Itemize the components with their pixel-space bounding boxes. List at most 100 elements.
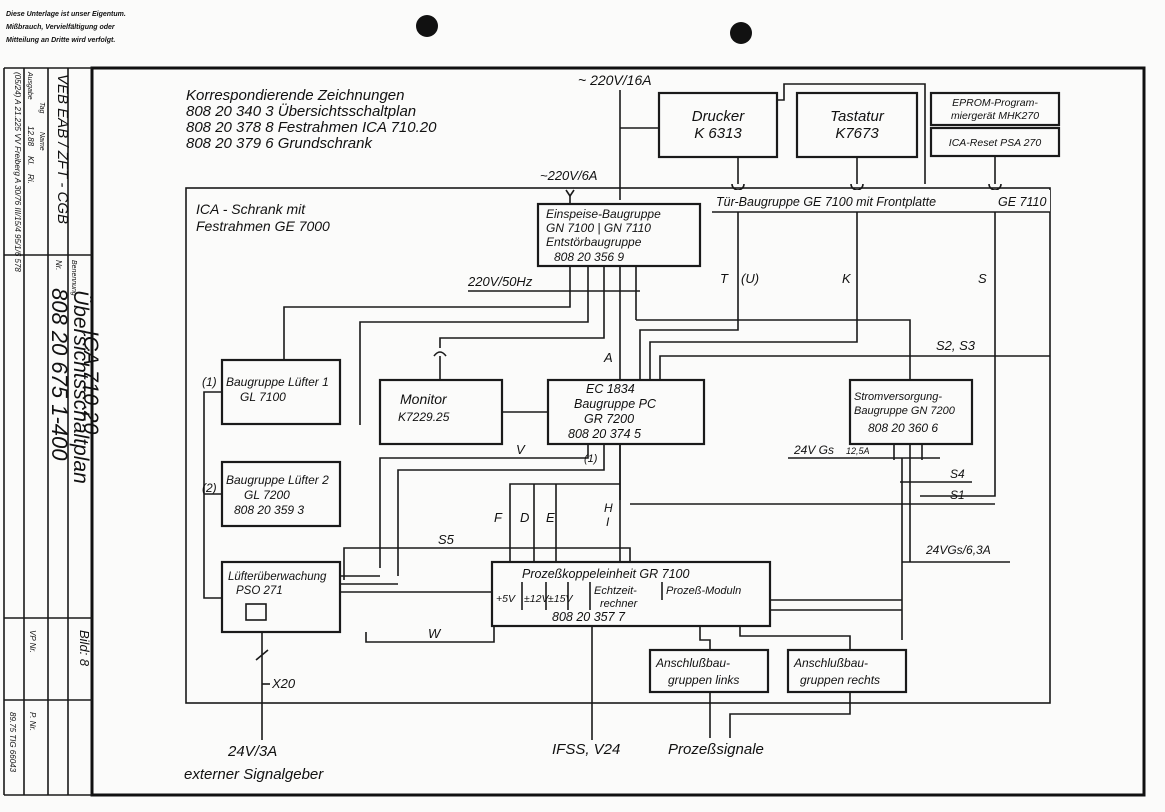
supply-main-label: ~ 220V/16A xyxy=(578,72,652,88)
print-note: (05/24) A 21.225 VV Freiberg A 30/76 III… xyxy=(13,72,22,272)
side-code: 89.75 TIG 66043 xyxy=(8,712,17,773)
drawing-frame xyxy=(90,66,1146,797)
cabinet-frame xyxy=(185,187,1051,704)
fan1-label-2: GL 7100 xyxy=(240,390,286,404)
monitor-connector xyxy=(433,351,447,357)
fan1-label-1: Baugruppe Lüfter 1 xyxy=(226,375,329,389)
conn-left-box xyxy=(648,648,770,694)
process-col-15v: ±15V xyxy=(548,593,573,605)
wire-V xyxy=(379,444,589,568)
notice-line-1: Diese Unterlage ist unser Eigentum. xyxy=(6,11,126,18)
p-label: P. Nr. xyxy=(28,712,37,731)
psu-24v-label-2: 24VGs/6,3A xyxy=(925,543,991,557)
process-label-3: 808 20 357 7 xyxy=(552,610,626,624)
signal-S2S3: S2, S3 xyxy=(936,338,976,353)
revision-col-3: Name xyxy=(38,132,45,151)
fan-monitor-box xyxy=(220,560,342,634)
revision-col-1: Ausgabe xyxy=(26,71,33,100)
conn-right-label-2: gruppen rechts xyxy=(800,673,880,687)
signal-I: I xyxy=(606,515,610,529)
eprom-box xyxy=(929,91,1061,127)
conn-right-box xyxy=(786,648,908,694)
fan2-label-3: 808 20 359 3 xyxy=(234,503,304,517)
power-entry-label-1: Einspeise-Baugruppe xyxy=(546,207,661,221)
wire-S5 xyxy=(343,547,631,580)
punch-hole-right xyxy=(730,22,752,44)
process-col-rtc-1: Echtzeit- xyxy=(594,585,637,597)
printer-box xyxy=(657,91,779,159)
drawing-number: 808 20 675 1-400 xyxy=(47,288,72,461)
process-col-rtc-2: rechner xyxy=(600,598,639,610)
nr-label: Nr. xyxy=(54,260,63,270)
wire-T-signal xyxy=(639,212,739,380)
signal-U: (U) xyxy=(741,271,759,286)
notice-line-2: Mißbrauch, Vervielfältigung oder xyxy=(6,24,116,31)
cabinet-label-2: Festrahmen GE 7000 xyxy=(196,218,330,234)
pc-box xyxy=(546,378,706,446)
title-line-1: ICA 710.20 xyxy=(79,330,102,435)
notes-item-2: 808 20 378 8 Festrahmen ICA 710.20 xyxy=(186,119,437,136)
printer-label-2: K 6313 xyxy=(694,125,742,142)
psu-label-2: Baugruppe GN 7200 xyxy=(854,405,956,417)
printer-label-1: Drucker xyxy=(692,108,746,125)
fan-monitor-label-2: PSO 271 xyxy=(236,585,283,597)
wire-anschl-left xyxy=(699,626,711,650)
power-entry-box xyxy=(536,202,702,268)
monitor-label-2: K7229.25 xyxy=(398,410,450,424)
printer-plug xyxy=(731,183,745,191)
revision-sig: Ri. xyxy=(26,174,35,184)
pc-label-4: 808 20 374 5 xyxy=(568,427,641,441)
ext-signal-label: externer Signalgeber xyxy=(184,766,324,783)
pc-index: (1) xyxy=(584,453,598,465)
signal-S1: S1 xyxy=(950,488,965,502)
signal-E: E xyxy=(546,510,555,525)
keyboard-box xyxy=(795,91,919,159)
signal-W: W xyxy=(428,626,442,641)
fan2-label-1: Baugruppe Lüfter 2 xyxy=(226,473,329,487)
wire-proc-signals-right xyxy=(729,692,851,738)
signal-D: D xyxy=(520,510,529,525)
psu-24v-current: 12,5A xyxy=(846,446,870,456)
wire-anschl-right xyxy=(739,626,851,650)
reset-label: ICA-Reset PSA 270 xyxy=(949,137,1042,149)
title-line-2: Übersichtsschaltplan xyxy=(69,290,92,484)
signal-V: V xyxy=(516,442,526,457)
keyboard-label-1: Tastatur xyxy=(830,108,885,125)
ext-signal-tick xyxy=(255,649,269,661)
signal-K: K xyxy=(842,271,852,286)
power-entry-label-2: GN 7100 | GN 7110 xyxy=(546,221,651,235)
supply-sub-arrow xyxy=(565,189,575,198)
ext-voltage-label: 24V/3A xyxy=(227,743,277,760)
process-signals-label: Prozeßsignale xyxy=(668,741,764,758)
process-coupling-box xyxy=(490,560,772,628)
revision-date: 12.88 xyxy=(26,126,35,147)
conn-left-label-2: gruppen links xyxy=(668,673,739,687)
conn-left-label-1: Anschlußbau- xyxy=(655,656,730,670)
process-label-1: Prozeßkoppeleinheit GR 7100 xyxy=(522,567,690,581)
power-entry-label-4: 808 20 356 9 xyxy=(554,250,624,264)
power-supply-box xyxy=(848,378,974,446)
psu-label-3: 808 20 360 6 xyxy=(868,421,938,435)
power-entry-label-3: Entstörbaugruppe xyxy=(546,235,642,249)
wire-psu-power xyxy=(636,319,911,380)
pc-label-1: EC 1834 xyxy=(586,382,635,396)
fan2-box xyxy=(220,460,342,528)
x20-label: X20 xyxy=(271,676,296,691)
vp-label: VP Nr. xyxy=(28,630,37,653)
eprom-label-2: miergerät MHK270 xyxy=(951,110,1039,122)
punch-hole-left xyxy=(416,15,438,37)
wire-F xyxy=(509,483,620,562)
revision-name: Kl. xyxy=(26,156,35,165)
door-label-2: GE 7110 xyxy=(998,195,1046,209)
signal-T: T xyxy=(720,271,729,286)
revision-col-2: Tag xyxy=(38,102,45,114)
pc-label-2: Baugruppe PC xyxy=(574,397,657,411)
org-label: VEB EAB / ZFT - CGB xyxy=(54,74,71,224)
wire-monitor-power xyxy=(439,320,605,348)
fan2-index: (2) xyxy=(202,481,217,495)
signal-A: A xyxy=(603,350,613,365)
reset-box xyxy=(929,126,1061,158)
device-bus-line xyxy=(777,83,926,184)
